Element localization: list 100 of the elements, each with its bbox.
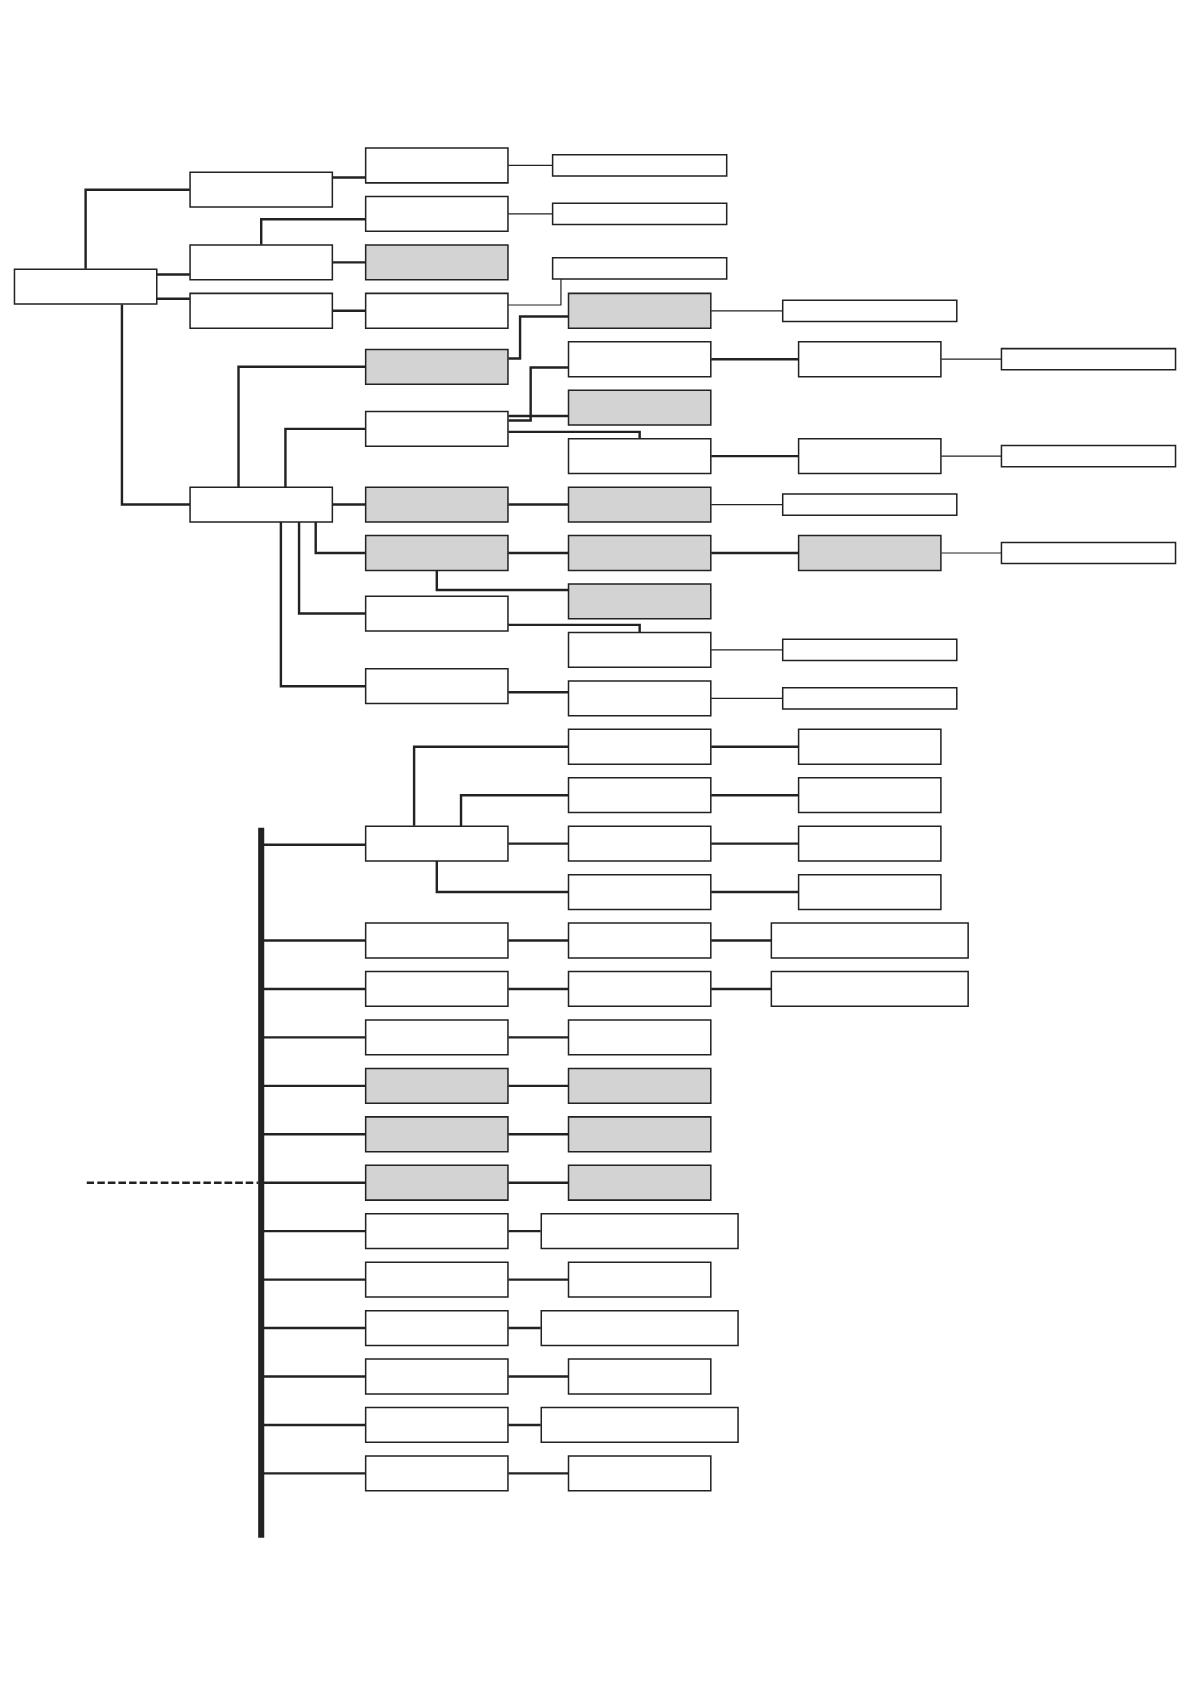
node-box xyxy=(1000,444,1177,467)
connector xyxy=(260,217,366,245)
connector xyxy=(508,1374,569,1378)
node-box xyxy=(567,631,712,668)
connector xyxy=(263,1423,366,1426)
node-box xyxy=(567,1454,712,1492)
connector xyxy=(711,551,799,554)
connector xyxy=(710,309,784,311)
connector xyxy=(507,212,553,214)
node-box xyxy=(797,776,942,813)
connector xyxy=(508,1229,541,1232)
node-box xyxy=(1000,541,1177,564)
node-box xyxy=(364,1357,509,1395)
node-box xyxy=(567,776,712,813)
node-box xyxy=(364,410,509,447)
connector xyxy=(711,454,799,457)
node-box xyxy=(797,824,942,862)
connector xyxy=(711,890,799,893)
connector xyxy=(508,987,569,990)
connector xyxy=(711,841,799,845)
node-box xyxy=(189,243,334,280)
node-box xyxy=(364,1115,509,1152)
connector xyxy=(940,358,1003,360)
connector xyxy=(508,1035,569,1039)
node-box xyxy=(781,686,958,710)
node-box xyxy=(364,667,509,704)
connector xyxy=(710,648,784,650)
connector xyxy=(508,938,569,942)
connector xyxy=(508,365,569,422)
node-box xyxy=(364,1260,509,1298)
connector xyxy=(710,697,784,699)
connector xyxy=(940,455,1003,457)
node-box xyxy=(567,1357,712,1395)
connector xyxy=(297,521,366,615)
connector xyxy=(157,296,190,300)
node-box xyxy=(13,267,158,305)
connector xyxy=(508,1423,541,1426)
node-box xyxy=(364,146,509,184)
node-box xyxy=(567,970,712,1007)
connector xyxy=(507,164,553,166)
connector xyxy=(332,175,366,179)
connector xyxy=(508,690,569,693)
node-box xyxy=(567,1115,712,1152)
node-box xyxy=(567,534,712,571)
node-box xyxy=(364,1406,509,1443)
node-box xyxy=(364,348,509,385)
node-box xyxy=(797,728,942,765)
connector xyxy=(711,745,799,748)
node-box xyxy=(189,171,334,208)
node-box xyxy=(364,970,509,1007)
node-box xyxy=(364,1067,509,1104)
connector xyxy=(332,502,366,506)
node-box xyxy=(567,485,712,523)
connector xyxy=(332,309,366,312)
connector xyxy=(508,1277,569,1281)
connector xyxy=(263,1181,366,1184)
node-box xyxy=(551,202,728,225)
connector xyxy=(711,987,772,990)
node-box xyxy=(567,921,712,959)
connector xyxy=(710,503,784,505)
node-box xyxy=(364,292,509,329)
connector xyxy=(314,521,365,554)
node-box xyxy=(797,340,942,377)
node-box xyxy=(770,970,969,1007)
connector xyxy=(508,551,569,554)
connector xyxy=(507,278,562,306)
connector xyxy=(508,1181,569,1184)
node-bar xyxy=(258,827,265,1538)
connector xyxy=(332,260,366,264)
node-box xyxy=(540,1406,739,1443)
connector xyxy=(86,1181,259,1184)
node-box xyxy=(567,1260,712,1298)
node-box xyxy=(540,1212,739,1249)
node-box xyxy=(364,824,509,862)
connector xyxy=(940,551,1003,554)
node-box xyxy=(189,485,334,523)
connector xyxy=(711,793,799,796)
connector xyxy=(435,860,569,893)
node-box xyxy=(364,921,509,959)
connector xyxy=(263,938,366,942)
node-box xyxy=(781,298,958,322)
node-box xyxy=(364,1212,509,1249)
node-box xyxy=(364,243,509,280)
node-box xyxy=(364,1018,509,1056)
connector xyxy=(508,1471,569,1475)
connector xyxy=(508,841,569,845)
node-box xyxy=(567,824,712,862)
node-box xyxy=(567,728,712,765)
node-box xyxy=(567,1164,712,1201)
connector xyxy=(412,745,569,826)
connector xyxy=(284,427,366,487)
connector xyxy=(459,793,568,826)
node-box xyxy=(364,534,509,571)
connector xyxy=(263,1471,366,1475)
connector xyxy=(120,303,190,506)
node-box xyxy=(364,594,509,632)
node-box xyxy=(567,873,712,910)
connector xyxy=(263,1374,366,1378)
node-box xyxy=(567,340,712,377)
connector xyxy=(263,843,366,846)
